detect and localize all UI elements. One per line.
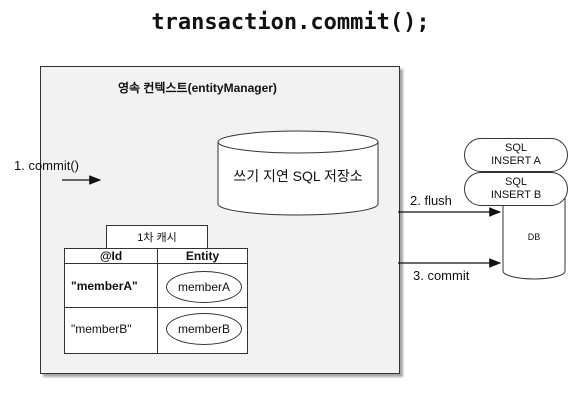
header-id: @Id [99,249,123,263]
header-entity: Entity [185,249,220,263]
sql-insert-a-box: SQL INSERT A [464,138,568,172]
sql-a-line2: INSERT A [491,155,541,167]
entity-member-b: memberB [166,313,242,345]
persistence-context-title: 영속 컨텍스트(entityManager) [118,81,277,95]
flush-label: 2. flush [410,193,452,208]
row-b-id: "memberB" [71,322,132,336]
sql-a-line1: SQL [504,142,527,154]
header-divider [65,263,247,264]
commit-in-label: 1. commit() [14,158,79,173]
entity-member-a: memberA [166,271,242,303]
sql-insert-b-box: SQL INSERT B [464,172,568,206]
write-store-label: 쓰기 지연 SQL 저장소 [233,168,363,184]
row-divider [65,307,247,308]
first-level-cache-table: @Id Entity "memberA" memberA "memberB" m… [64,248,248,354]
diagram-title: transaction.commit(); [151,10,430,35]
column-divider [157,249,158,353]
first-level-cache-label: 1차 캐시 [106,225,208,249]
sql-b-line2: INSERT B [490,189,542,201]
sql-b-line1: SQL [504,176,527,188]
write-store-cylinder [217,130,379,216]
commit-db-label: 3. commit [413,268,470,283]
db-label: DB [527,232,541,242]
row-a-id: "memberA" [71,279,138,293]
